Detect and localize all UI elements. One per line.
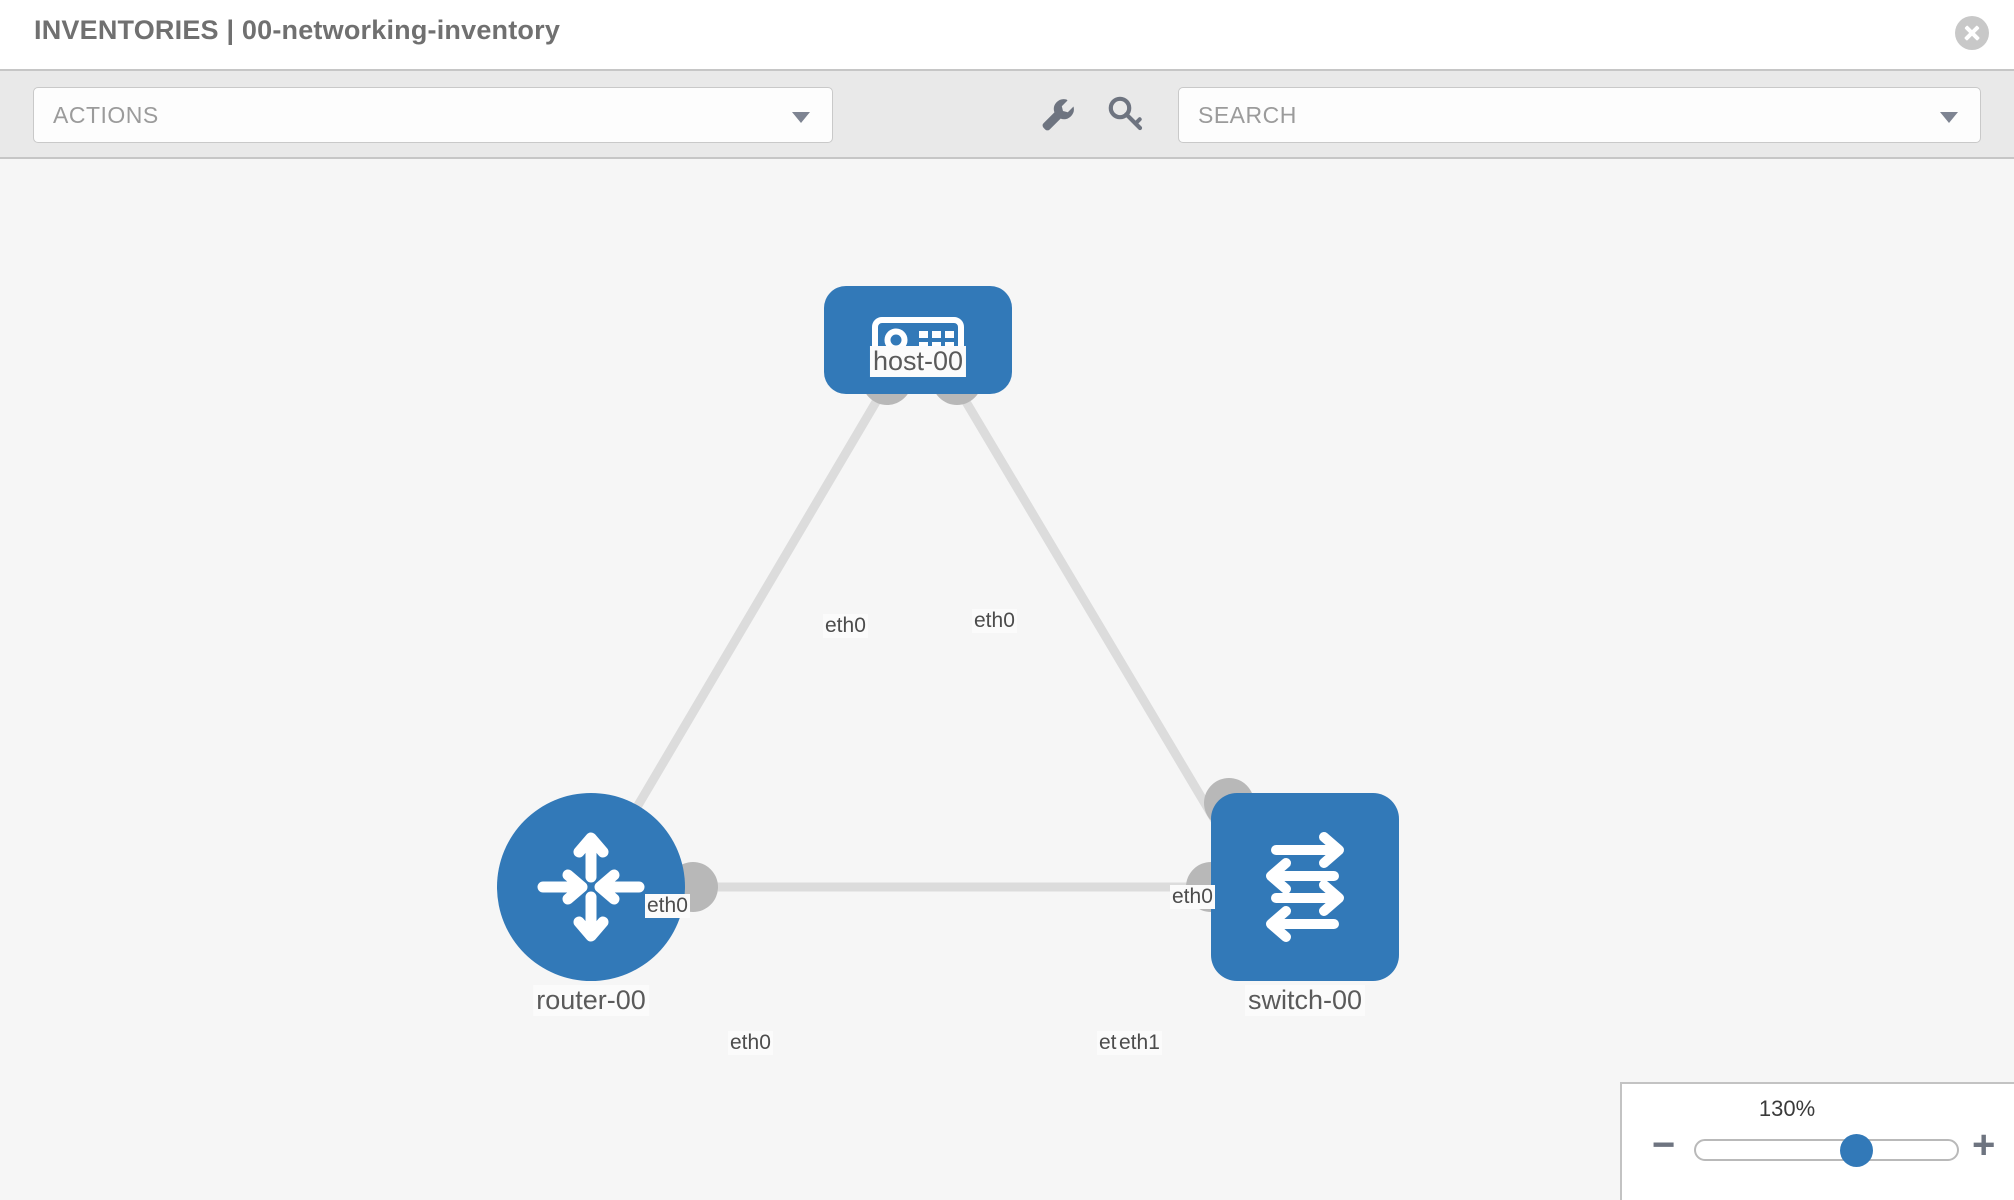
node-label-switch: switch-00 [1244,985,1366,1016]
toolbar: ACTIONS SEARCH [0,69,2014,159]
zoom-slider-thumb[interactable] [1840,1134,1873,1167]
edge-label: eth1 [1117,1031,1162,1055]
close-icon[interactable] [1955,16,1989,50]
edge-label: eth0 [645,894,690,918]
topology-canvas[interactable]: host-00 router-00 [0,159,2014,1200]
search-input[interactable]: SEARCH [1178,87,1981,143]
edge-label: eth0 [823,614,868,638]
node-label-host: host-00 [869,346,967,377]
router-arrows-icon [537,832,645,942]
topology-node-router-00[interactable]: router-00 [497,793,685,1016]
page-header: INVENTORIES | 00-networking-inventory [0,0,2014,69]
chevron-down-icon[interactable] [1940,112,1958,123]
key-icon[interactable] [1105,93,1149,137]
edge-label: eth0 [972,609,1017,633]
topology-node-switch-00[interactable]: switch-00 [1211,793,1399,1016]
topology-node-host-00[interactable]: host-00 [824,286,1012,394]
zoom-level-value: 130% [1758,1096,1816,1121]
actions-dropdown[interactable]: ACTIONS [33,87,833,143]
plus-icon[interactable]: + [1972,1123,1996,1167]
node-label-router: router-00 [533,985,649,1016]
search-placeholder: SEARCH [1198,102,1297,128]
wrench-icon[interactable] [1036,93,1080,137]
host-node-shape[interactable] [824,286,1012,394]
actions-dropdown-label: ACTIONS [53,102,159,128]
topology-edges [599,380,1243,892]
edge-label: eth0 [1170,885,1215,909]
chevron-down-icon [792,112,810,123]
edge-label: eth0 [728,1031,773,1055]
zoom-slider[interactable] [1694,1134,1959,1167]
switch-node-shape[interactable] [1211,793,1399,981]
router-node-shape[interactable] [497,793,685,981]
zoom-control-panel: 130% − + [1620,1082,2014,1200]
minus-icon[interactable]: − [1652,1123,1676,1167]
switch-arrows-icon [1266,832,1344,942]
page-title: INVENTORIES | 00-networking-inventory [34,15,561,45]
